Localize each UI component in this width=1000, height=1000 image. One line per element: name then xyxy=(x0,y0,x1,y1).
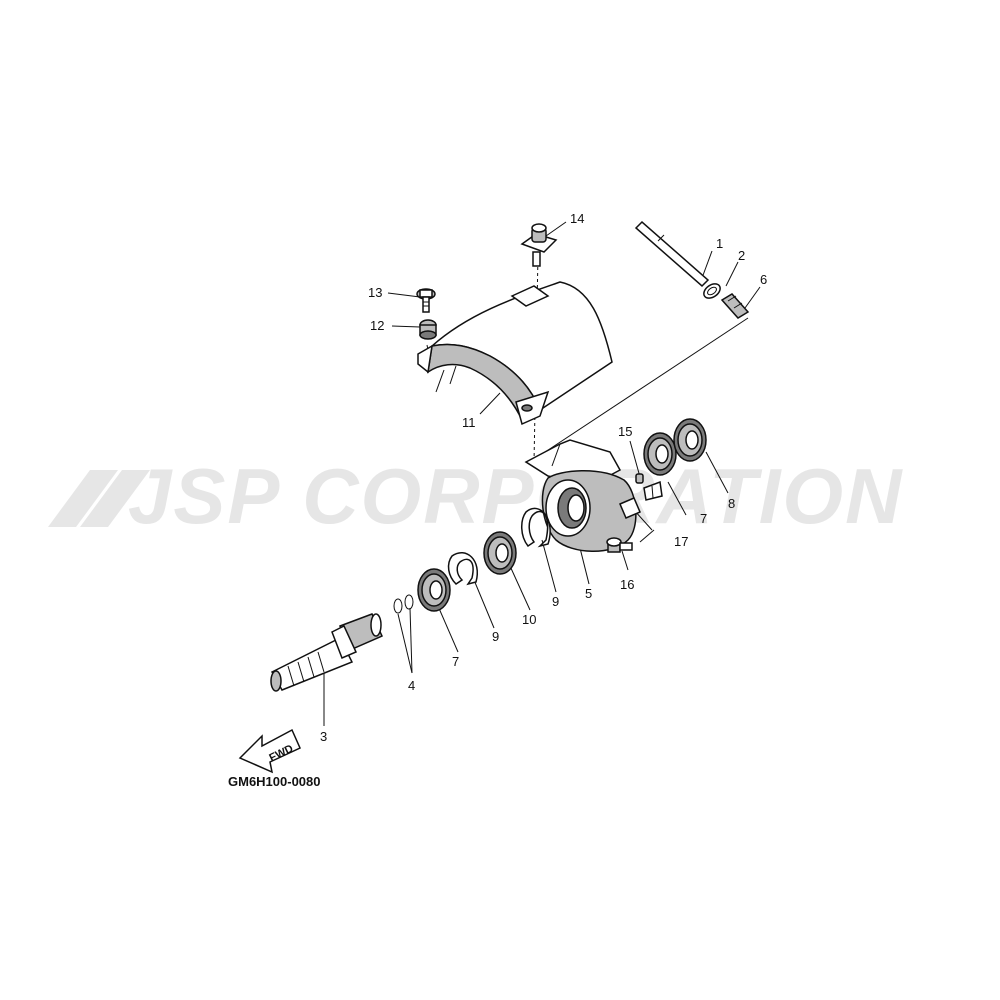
callout-10: 10 xyxy=(522,612,536,627)
callout-8: 8 xyxy=(728,496,735,511)
part-nipple xyxy=(720,293,750,319)
callout-5: 5 xyxy=(585,586,592,601)
fwd-arrow: FWD xyxy=(238,728,301,774)
callout-7-left: 7 xyxy=(452,654,459,669)
callout-1: 1 xyxy=(716,236,723,251)
part-hose xyxy=(634,220,710,288)
part-collar-12 xyxy=(419,319,437,340)
part-bearing-10 xyxy=(483,531,517,575)
watermark-text: JSP CORPORATION xyxy=(128,452,903,540)
callout-9-lower: 9 xyxy=(492,629,499,644)
part-circlip-9-upper xyxy=(521,507,551,548)
part-hose-clamp xyxy=(703,283,721,299)
watermark-logo-icon xyxy=(48,470,150,527)
callout-9-upper: 9 xyxy=(552,594,559,609)
part-clip-17 xyxy=(643,480,663,501)
watermark: JSP CORPORATION xyxy=(48,452,903,540)
part-circlip-9-lower xyxy=(447,552,479,586)
callout-12: 12 xyxy=(370,318,384,333)
part-seal-8 xyxy=(673,418,707,462)
callout-4: 4 xyxy=(408,678,415,693)
diagram-code: GM6H100-0080 xyxy=(228,774,321,789)
callout-6: 6 xyxy=(760,272,767,287)
part-bolt-16 xyxy=(606,537,633,553)
part-bearing-7-right xyxy=(643,432,677,476)
part-bearing-7-left xyxy=(417,568,451,612)
callout-15: 15 xyxy=(618,424,632,439)
callout-11: 11 xyxy=(462,415,476,430)
callout-7-right: 7 xyxy=(700,511,707,526)
callout-13: 13 xyxy=(368,285,382,300)
callout-17: 17 xyxy=(674,534,688,549)
part-fastener-14 xyxy=(520,223,558,267)
part-o-rings-4 xyxy=(393,594,414,614)
callouts: 1 2 3 4 5 6 7 7 8 9 9 10 11 12 13 14 15 … xyxy=(320,211,767,744)
part-cover-11 xyxy=(417,281,613,426)
part-housing-5 xyxy=(524,439,641,552)
part-dowel-15 xyxy=(635,473,644,484)
callout-16: 16 xyxy=(620,577,634,592)
callout-2: 2 xyxy=(738,248,745,263)
part-shaft-3 xyxy=(270,613,383,692)
fwd-arrow-icon xyxy=(238,728,301,774)
callout-14: 14 xyxy=(570,211,584,226)
callout-3: 3 xyxy=(320,729,327,744)
part-bolt-13 xyxy=(416,288,436,313)
